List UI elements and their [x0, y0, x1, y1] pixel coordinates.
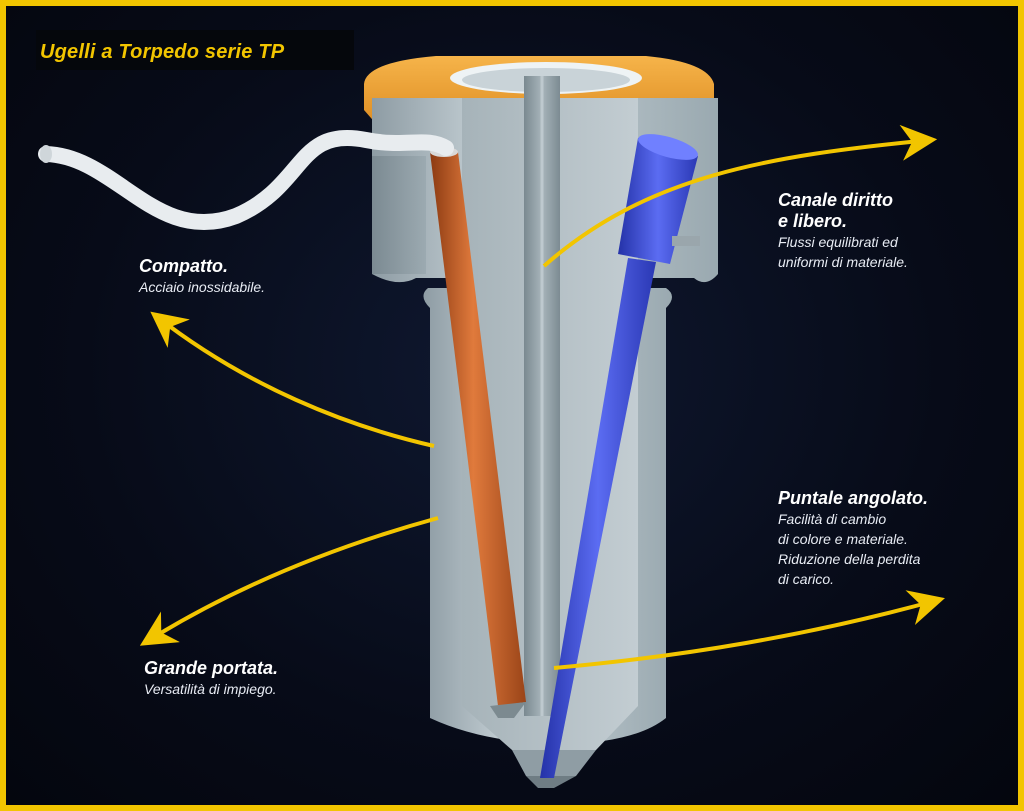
- diagram-frame: Ugelli a Torpedo serie TP Compatto. Acci…: [6, 6, 1018, 805]
- flow-channel: [524, 76, 560, 716]
- callout-puntale-line-1: Facilità di cambio: [778, 511, 887, 527]
- callout-compatto-heading: Compatto.: [139, 256, 228, 276]
- angled-tip: [540, 134, 700, 778]
- callout-compatto-line: Acciaio inossidabile.: [139, 279, 266, 295]
- callout-puntale-line-2: di colore e materiale.: [778, 531, 908, 547]
- cable-end: [40, 145, 52, 163]
- diagram-title: Ugelli a Torpedo serie TP: [40, 41, 285, 63]
- callout-compatto: Compatto. Acciaio inossidabile.: [139, 256, 265, 297]
- nozzle-diagram: [38, 56, 945, 788]
- callout-puntale-heading: Puntale angolato.: [778, 488, 929, 508]
- arrow-puntale: [553, 590, 945, 670]
- arrow-portata: [139, 516, 439, 646]
- title-box: [36, 30, 354, 70]
- callout-canale-heading-2: e libero.: [778, 211, 848, 231]
- callout-puntale-line-3: Riduzione della perdita: [778, 551, 921, 567]
- arrow-compatto: [150, 311, 435, 448]
- callout-puntale-line-4: di carico.: [778, 571, 835, 587]
- callout-canale-line-2: uniformi di materiale.: [778, 254, 908, 270]
- callout-portata: Grande portata. Versatilità di impiego.: [144, 658, 278, 699]
- heater-cable: [38, 130, 454, 231]
- callout-portata-line: Versatilità di impiego.: [144, 681, 277, 697]
- heater-rod: [430, 147, 526, 718]
- callout-canale: Canale diritto e libero. Flussi equilibr…: [778, 190, 908, 272]
- callout-canale-heading-1: Canale diritto: [778, 190, 894, 210]
- callout-puntale: Puntale angolato. Facilità di cambio di …: [778, 488, 928, 589]
- callout-canale-line-1: Flussi equilibrati ed: [778, 234, 898, 250]
- arrow-canale: [542, 124, 938, 268]
- callout-portata-heading: Grande portata.: [144, 658, 279, 678]
